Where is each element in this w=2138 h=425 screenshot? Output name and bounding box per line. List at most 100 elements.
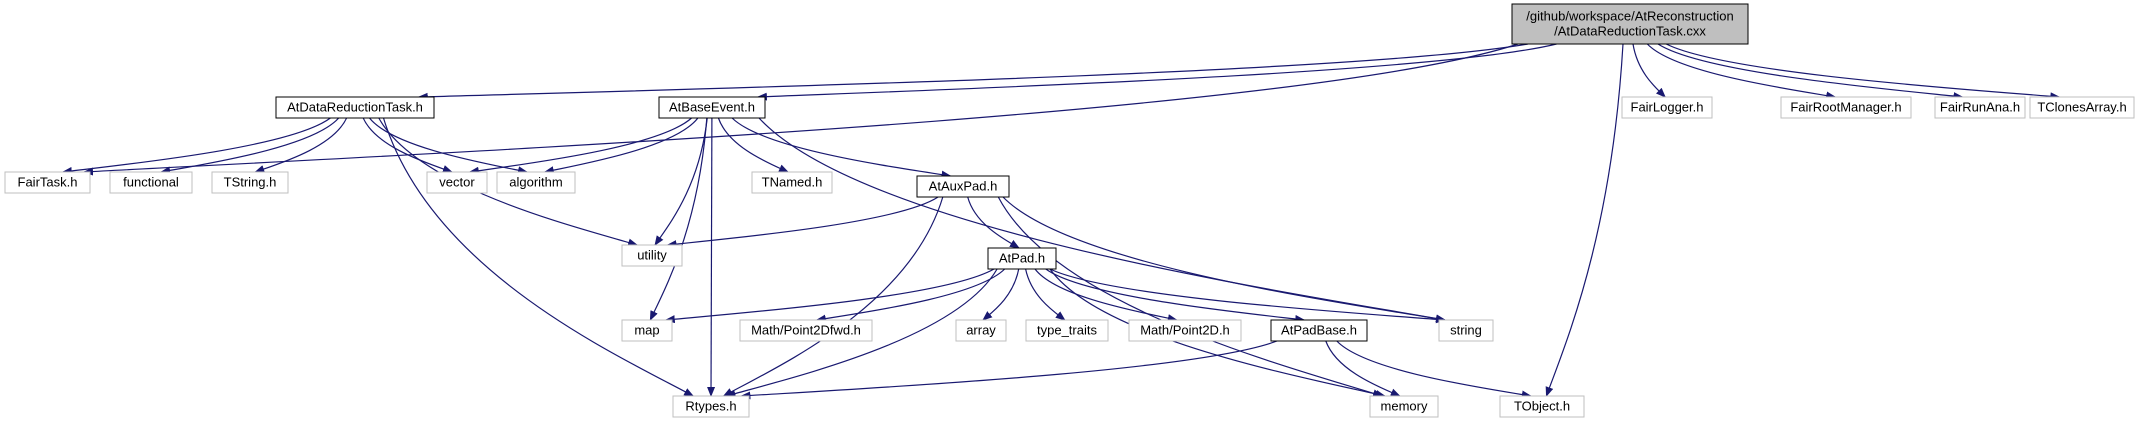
edge-pad_h-to-rtypes_h	[725, 268, 998, 398]
node-label-fairlogger_h: FairLogger.h	[1631, 100, 1704, 115]
edge-datared_h-to-functional	[160, 117, 340, 175]
node-label-string: string	[1450, 323, 1482, 338]
node-box-vector	[426, 171, 488, 194]
edge-auxpad_h-to-string	[1002, 196, 1446, 323]
edge-pad_h-to-map	[664, 268, 995, 324]
edge-pad_h-to-memory	[1049, 268, 1386, 398]
node-label-baseevent_h: AtBaseEvent.h	[669, 100, 755, 115]
node-functional: functional	[109, 171, 193, 194]
node-label-map: map	[634, 323, 659, 338]
node-tstring_h: TString.h	[211, 171, 289, 194]
edge-datared_h-to-tstring_h	[254, 117, 348, 173]
node-label-vector: vector	[439, 175, 475, 190]
node-memory: memory	[1369, 395, 1439, 418]
node-label-type_traits: type_traits	[1037, 323, 1097, 338]
node-box-fairrootmanager_h	[1780, 96, 1912, 119]
node-box-point2dfwd	[739, 319, 873, 342]
node-datared_h[interactable]: AtDataReductionTask.h	[275, 96, 435, 119]
node-box-tclonesarray_h	[2029, 96, 2135, 119]
edge-root-to-fairlogger_h	[1632, 43, 1666, 98]
edge-auxpad_h-to-memory	[997, 196, 1383, 398]
node-label-fairrunana_h: FairRunAna.h	[1940, 100, 2020, 115]
node-label-auxpad_h: AtAuxPad.h	[929, 179, 998, 194]
edge-root-to-baseevent_h	[756, 43, 1557, 101]
node-label-tnamed_h: TNamed.h	[762, 175, 823, 190]
edge-datared_h-to-fairtask_h	[61, 117, 331, 175]
node-label-tclonesarray_h: TClonesArray.h	[2037, 100, 2126, 115]
edge-root-to-tobject_h	[1545, 43, 1624, 397]
edge-root-to-fairtask_h	[83, 43, 1519, 176]
node-auxpad_h[interactable]: AtAuxPad.h	[916, 175, 1010, 198]
node-label-point2d: Math/Point2D.h	[1140, 323, 1230, 338]
node-label-utility: utility	[637, 248, 667, 263]
node-label-root: /github/workspace/AtReconstruction	[1526, 9, 1733, 24]
node-point2dfwd: Math/Point2Dfwd.h	[739, 319, 873, 342]
node-label-functional: functional	[123, 175, 179, 190]
node-box-functional	[109, 171, 193, 194]
node-box-string	[1438, 319, 1494, 342]
edge-auxpad_h-to-rtypes_h	[722, 196, 944, 397]
node-type_traits: type_traits	[1025, 319, 1109, 342]
node-label-padbase_h: AtPadBase.h	[1281, 323, 1357, 338]
node-box-rtypes_h	[672, 395, 750, 418]
node-box-fairrunana_h	[1934, 96, 2026, 119]
edge-root-to-fairrunana_h	[1657, 43, 1964, 101]
node-utility: utility	[621, 244, 683, 267]
edge-baseevent_h-to-rtypes_h	[707, 117, 716, 397]
node-box-map	[621, 319, 673, 342]
edges-layer	[61, 43, 2061, 400]
edge-root-to-fairrootmanager_h	[1646, 43, 1837, 100]
node-box-point2d	[1128, 319, 1242, 342]
node-box-datared_h	[275, 96, 435, 119]
node-label-datared_h: AtDataReductionTask.h	[287, 100, 423, 115]
node-box-fairlogger_h	[1621, 96, 1713, 119]
edge-pad_h-to-point2d	[1034, 268, 1178, 323]
node-string: string	[1438, 319, 1494, 342]
node-label-array: array	[966, 323, 996, 338]
edge-auxpad_h-to-pad_h	[967, 196, 1020, 249]
node-label-memory: memory	[1381, 399, 1428, 414]
node-pad_h[interactable]: AtPad.h	[987, 247, 1057, 270]
node-map: map	[621, 319, 673, 342]
node-box-baseevent_h	[658, 96, 766, 119]
edge-datared_h-to-algorithm	[369, 117, 528, 175]
edge-baseevent_h-to-map	[649, 117, 708, 321]
node-label-root: /AtDataReductionTask.cxx	[1554, 24, 1706, 39]
edge-datared_h-to-vector	[362, 117, 453, 173]
node-tclonesarray_h: TClonesArray.h	[2029, 96, 2135, 119]
nodes-layer: /github/workspace/AtReconstruction/AtDat…	[4, 3, 2135, 418]
edge-baseevent_h-to-auxpad_h	[731, 117, 952, 179]
node-algorithm: algorithm	[496, 171, 576, 194]
edge-pad_h-to-type_traits	[1025, 268, 1066, 321]
edge-padbase_h-to-tobject_h	[1336, 340, 1532, 399]
node-baseevent_h[interactable]: AtBaseEvent.h	[658, 96, 766, 119]
node-box-array	[955, 319, 1007, 342]
edge-padbase_h-to-memory	[1325, 340, 1401, 397]
node-label-fairtask_h: FairTask.h	[18, 175, 78, 190]
node-box-padbase_h	[1270, 319, 1368, 342]
node-box-algorithm	[496, 171, 576, 194]
edge-pad_h-to-padbase_h	[1045, 268, 1306, 323]
node-box-type_traits	[1025, 319, 1109, 342]
edge-baseevent_h-to-utility	[654, 117, 708, 246]
node-fairrootmanager_h: FairRootManager.h	[1780, 96, 1912, 119]
edge-pad_h-to-array	[982, 268, 1020, 321]
node-padbase_h[interactable]: AtPadBase.h	[1270, 319, 1368, 342]
node-label-point2dfwd: Math/Point2Dfwd.h	[751, 323, 861, 338]
edge-pad_h-to-string	[1049, 268, 1446, 324]
node-array: array	[955, 319, 1007, 342]
node-label-rtypes_h: Rtypes.h	[685, 399, 736, 414]
node-label-algorithm: algorithm	[509, 175, 562, 190]
node-fairlogger_h: FairLogger.h	[1621, 96, 1713, 119]
node-label-tstring_h: TString.h	[224, 175, 277, 190]
edge-datared_h-to-utility	[378, 117, 639, 247]
node-box-tstring_h	[211, 171, 289, 194]
node-point2d: Math/Point2D.h	[1128, 319, 1242, 342]
edge-root-to-tclonesarray_h	[1665, 43, 2061, 101]
node-box-tobject_h	[1499, 395, 1585, 418]
edge-auxpad_h-to-utility	[666, 196, 939, 249]
node-box-fairtask_h	[4, 171, 91, 194]
node-root[interactable]: /github/workspace/AtReconstruction/AtDat…	[1511, 3, 1749, 45]
node-fairtask_h: FairTask.h	[4, 171, 91, 194]
